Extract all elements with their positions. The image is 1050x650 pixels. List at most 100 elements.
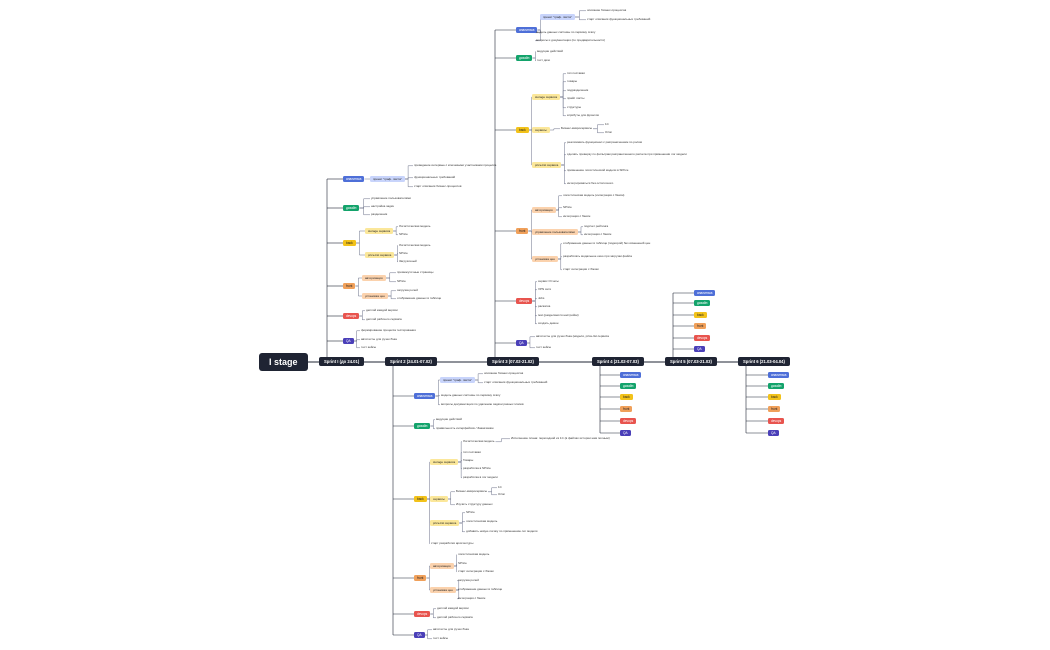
connector [424, 629, 432, 636]
s3-design[interactable]: дизайн [516, 55, 533, 61]
s1-authorization[interactable]: авторизация [362, 275, 386, 281]
s6-qa[interactable]: QA [768, 430, 779, 436]
s3-authorization[interactable]: авторизация [532, 207, 556, 213]
connector [593, 128, 604, 134]
sprint-2-node[interactable]: Sprint 2 (24.01-07.02) [385, 357, 437, 366]
s1-storage[interactable]: storage сервиса [365, 228, 394, 234]
s2-price-list[interactable]: price-list сервиса [430, 520, 460, 526]
s1-back[interactable]: back [343, 240, 356, 246]
s4-design[interactable]: дизайн [620, 383, 637, 389]
s2-back[interactable]: back [414, 496, 427, 502]
s2-units[interactable]: установка цен [430, 587, 456, 593]
connector [561, 164, 566, 185]
s2-services[interactable]: сервисы [430, 496, 448, 502]
connector [526, 342, 535, 349]
s1-b1: Логистическая модель [399, 224, 431, 228]
s1-q3: тест кейсы [361, 345, 377, 349]
connector [426, 577, 430, 591]
s3-b3: подразделения [567, 88, 589, 92]
s3-a1: описание бизнес-процессов [587, 8, 627, 12]
s1-front[interactable]: front [343, 283, 356, 289]
s1-price-list[interactable]: price-list сервиса [365, 252, 395, 258]
s1-b2: SPrice [399, 232, 408, 236]
sprint-1-node[interactable]: Sprint I (до 24.01) [319, 357, 365, 366]
s3-price-list[interactable]: price-list сервиса [532, 162, 562, 168]
s2-a2: старт описания функциональных требований [484, 380, 548, 384]
connector [458, 461, 462, 479]
s1-project-graph[interactable]: проект "граф. листа" [370, 176, 405, 182]
s3-analytics[interactable]: аналитика [516, 27, 538, 33]
connector [455, 589, 460, 600]
s2-b10: добавить новую логику по применению лог … [466, 529, 538, 533]
root-node[interactable]: I stage [259, 353, 308, 371]
s1-devops[interactable]: devops [343, 313, 360, 319]
s5-devops[interactable]: devops [694, 335, 711, 341]
s5-qa[interactable]: QA [694, 346, 705, 352]
s3-devops[interactable]: devops [516, 298, 533, 304]
sprint-5-node[interactable]: Sprint 5 (07.03-21.03) [665, 357, 717, 366]
s3-project-graph[interactable]: проект "граф. листа" [540, 14, 575, 20]
s5-front[interactable]: front [694, 323, 707, 329]
s3-f1: логистическая модель (интеграция с бэком… [563, 193, 625, 197]
s2-project-graph[interactable]: проект "граф. листа" [440, 377, 475, 383]
s1-auth-long[interactable]: установка цен [362, 293, 388, 299]
s2-o1: деплой каждой версии [437, 606, 469, 610]
connector [459, 522, 465, 533]
s2-front[interactable]: front [414, 575, 427, 581]
s4-qa[interactable]: QA [620, 430, 631, 436]
s2-authorization[interactable]: авторизация [430, 563, 454, 569]
s3-auth-long[interactable]: управление пользователями [532, 229, 578, 235]
s3-qa[interactable]: QA [516, 340, 527, 346]
s4-front[interactable]: front [620, 406, 633, 412]
s1-a2: функциональных требований [414, 175, 456, 179]
s5-design[interactable]: дизайн [694, 300, 711, 306]
s1-analytics[interactable]: аналитика [343, 176, 365, 182]
s3-units[interactable]: установка цен [532, 256, 558, 262]
sprint-3-node[interactable]: Sprint 3 (07.02-21.02) [487, 357, 539, 366]
s2-storage[interactable]: storage сервиса [430, 459, 459, 465]
s3-f4: подсчет рейтинга [584, 224, 609, 228]
s1-qa[interactable]: QA [343, 338, 354, 344]
s2-f5: отображение данных в таблице [458, 587, 503, 591]
s2-design[interactable]: дизайн [414, 423, 431, 429]
s3-b2: товары [567, 79, 578, 83]
s5-analytics[interactable]: аналитика [694, 290, 716, 296]
s3-services[interactable]: сервисы [532, 127, 550, 133]
s4-back[interactable]: back [620, 394, 633, 400]
s6-analytics[interactable]: аналитика [768, 372, 790, 378]
s3-storage[interactable]: storage сервиса [532, 94, 561, 100]
connector [355, 242, 365, 256]
connector [574, 10, 586, 18]
s6-devops[interactable]: devops [768, 418, 785, 424]
s2-qa[interactable]: QA [414, 632, 425, 638]
s2-b2: тип поставки [463, 450, 481, 454]
connector [393, 230, 398, 236]
s6-design[interactable]: дизайн [768, 383, 785, 389]
s3-o3: Jobs [538, 296, 545, 300]
s3-f3: интеграция с бэком [563, 214, 591, 218]
connector [394, 254, 398, 263]
s5-back[interactable]: back [694, 312, 707, 318]
sprint-6-node[interactable]: Sprint 6 (21.03-04.04) [738, 357, 790, 366]
connector [474, 373, 483, 381]
s3-b7a: 1С [605, 122, 609, 126]
connector [424, 634, 432, 640]
s2-analytics[interactable]: аналитика [414, 393, 436, 399]
s4-analytics[interactable]: аналитика [620, 372, 642, 378]
connector [532, 300, 537, 325]
s3-back[interactable]: back [516, 127, 529, 133]
connector [404, 178, 413, 188]
s6-front[interactable]: front [768, 406, 781, 412]
sprint-4-node[interactable]: Sprint 4 (21.02-07.03) [592, 357, 644, 366]
s6-back[interactable]: back [768, 394, 781, 400]
s1-o2: деплой рабочего сервиса [366, 317, 402, 321]
s2-b6: Бизнес-микросервисы [456, 489, 487, 493]
s1-design[interactable]: дизайн [343, 205, 360, 211]
s4-devops[interactable]: devops [620, 418, 637, 424]
s2-f4: загрузка ролей [458, 578, 479, 582]
s2-f6: интеграция с бэком [458, 596, 486, 600]
s2-devops[interactable]: devops [414, 611, 431, 617]
s3-f8: старт интеграции с бэком [563, 267, 599, 271]
s3-front[interactable]: front [516, 228, 529, 234]
